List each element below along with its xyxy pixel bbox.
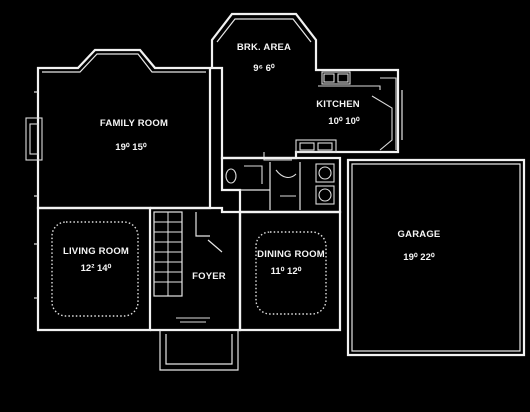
kitchen-sink (295, 139, 337, 153)
garage (346, 158, 526, 357)
family-room (25, 48, 212, 210)
washer (315, 163, 335, 183)
room-label-kitchen: KITCHEN (316, 99, 360, 110)
range (321, 71, 351, 85)
room-dims-living-room: 12² 14⁰ (81, 263, 112, 274)
breakfast-area (210, 12, 400, 160)
room-label-breakfast-area: BRK. AREA (237, 42, 291, 53)
fireplace (25, 117, 43, 161)
living-room-rug (51, 221, 139, 317)
room-label-family-room: FAMILY ROOM (100, 118, 168, 129)
window-marks (34, 90, 403, 299)
kitchen (263, 71, 397, 161)
room-label-foyer: FOYER (192, 271, 226, 282)
utility-block (220, 156, 342, 214)
front-porch (159, 330, 239, 371)
room-label-dining-room: DINING ROOM (257, 249, 325, 260)
dining-room (238, 210, 342, 332)
toilet (225, 168, 237, 184)
room-label-living-room: LIVING ROOM (63, 246, 129, 257)
foyer (150, 206, 242, 332)
stairway (153, 211, 183, 297)
room-dims-dining-room: 11⁰ 12⁰ (271, 266, 302, 277)
room-dims-kitchen: 10⁰ 10⁰ (328, 116, 360, 127)
dining-room-rug (255, 231, 327, 315)
room-dims-garage: 19⁰ 22⁰ (403, 252, 435, 263)
dryer (315, 185, 335, 205)
room-dims-family-room: 19⁰ 15⁰ (115, 142, 147, 153)
room-label-garage: GARAGE (398, 229, 441, 240)
room-dims-breakfast-area: 9⁶ 6⁰ (253, 63, 275, 74)
